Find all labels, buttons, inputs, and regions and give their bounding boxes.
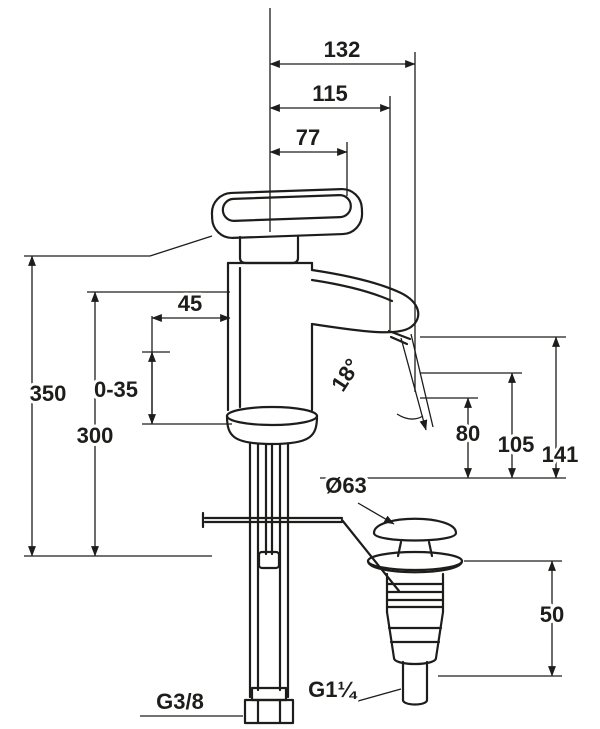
dim-label-115: 115 <box>312 81 348 106</box>
dim-label-spray-angle: 18° <box>326 354 365 396</box>
dim-label-300: 300 <box>77 423 114 448</box>
faucet-outline <box>201 187 420 725</box>
extension-lines <box>24 8 566 677</box>
dim-label-50: 50 <box>540 602 564 627</box>
dim-label-141: 141 <box>542 442 579 467</box>
thread-label-supply: G3/8 <box>156 689 204 714</box>
dim-label-80: 80 <box>456 421 480 446</box>
dim-label-350: 350 <box>30 381 67 406</box>
thread-label-waste: G1¼ <box>308 677 357 702</box>
dim-label-105: 105 <box>498 432 535 457</box>
dimension-labels: 132 115 77 45 0-35 350 300 18° 80 105 14… <box>27 34 582 717</box>
dim-label-45: 45 <box>178 291 202 316</box>
dim-label-77: 77 <box>296 125 320 150</box>
dimension-lines <box>28 60 560 717</box>
dim-label-clamp-range: 0-35 <box>94 377 138 402</box>
pop-up-waste-outline <box>366 517 464 706</box>
dim-label-waste-diameter: Ø63 <box>325 473 367 498</box>
dim-label-132: 132 <box>324 37 361 62</box>
